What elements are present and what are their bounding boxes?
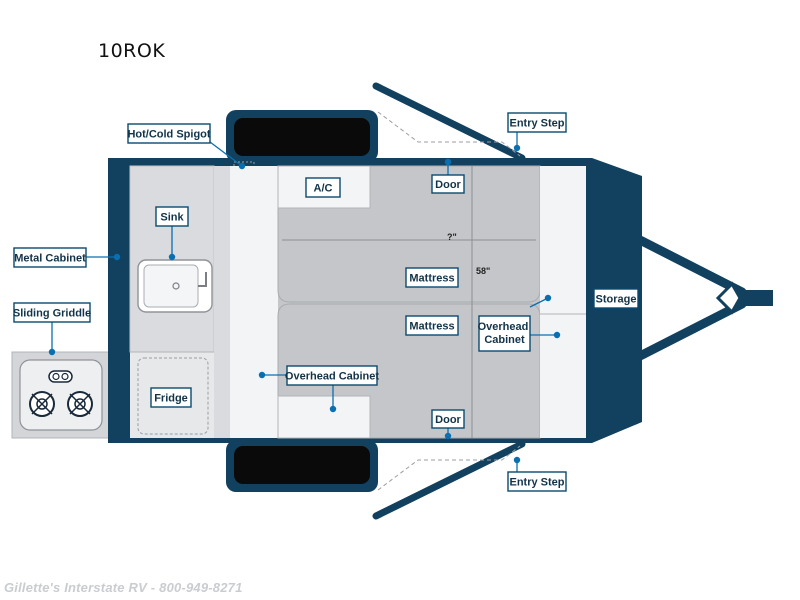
burner-icon — [29, 391, 55, 417]
svg-text:Sink: Sink — [160, 212, 184, 224]
sliding-griddle — [11, 351, 111, 439]
burner-icon — [67, 391, 93, 417]
svg-text:Door: Door — [435, 179, 461, 191]
entry-door-top — [372, 82, 526, 162]
label-sliding-griddle: Sliding Griddle — [13, 302, 91, 323]
label-overhead-cabinet-front: Overhead Cabinet — [478, 315, 532, 352]
svg-text:Entry Step: Entry Step — [509, 477, 564, 489]
entry-door-bottom — [372, 440, 526, 520]
label-door-top: Door — [431, 174, 465, 194]
front-storage — [540, 166, 586, 438]
label-door-bottom: Door — [431, 409, 465, 429]
label-fridge: Fridge — [150, 387, 192, 408]
svg-text:Storage: Storage — [596, 294, 637, 306]
svg-text:Sliding Griddle: Sliding Griddle — [13, 308, 91, 320]
label-mattress-upper: Mattress — [405, 267, 459, 288]
length-dimension: 58" — [476, 266, 490, 276]
label-hot-cold-spigot: Hot/Cold Spigot — [127, 123, 211, 144]
label-storage: Storage — [593, 288, 639, 309]
bed — [277, 165, 541, 439]
width-dimension: ?" — [447, 232, 457, 242]
label-sink: Sink — [155, 206, 189, 227]
dimension-lines — [282, 166, 536, 438]
label-entry-step-bottom: Entry Step — [507, 471, 567, 492]
tires — [226, 110, 378, 492]
hitch-tongue — [635, 235, 773, 361]
svg-text:Metal Cabinet: Metal Cabinet — [14, 253, 86, 265]
label-metal-cabinet: Metal Cabinet — [13, 247, 87, 268]
svg-text:Hot/Cold Spigot: Hot/Cold Spigot — [127, 129, 210, 141]
leader-lines — [48, 131, 561, 473]
overhead-cabinet-strip — [230, 166, 278, 438]
svg-text:A/C: A/C — [314, 183, 333, 195]
label-entry-step-top: Entry Step — [507, 112, 567, 133]
svg-text:Mattress: Mattress — [409, 321, 454, 333]
svg-text:Overhead Cabinet: Overhead Cabinet — [478, 321, 532, 346]
svg-text:Mattress: Mattress — [409, 273, 454, 285]
model-title: 10ROK — [98, 40, 166, 62]
svg-text:Overhead Cabinet: Overhead Cabinet — [285, 371, 379, 383]
label-overhead-cabinet-side: Overhead Cabinet — [285, 365, 379, 386]
label-mattress-lower: Mattress — [405, 315, 459, 336]
svg-text:Entry Step: Entry Step — [509, 118, 564, 130]
label-ac: A/C — [305, 177, 341, 198]
svg-text:Door: Door — [435, 414, 461, 426]
dealer-watermark: Gillette's Interstate RV - 800-949-8271 — [4, 580, 243, 595]
sink-basin — [137, 259, 213, 313]
svg-text:Fridge: Fridge — [154, 393, 188, 405]
